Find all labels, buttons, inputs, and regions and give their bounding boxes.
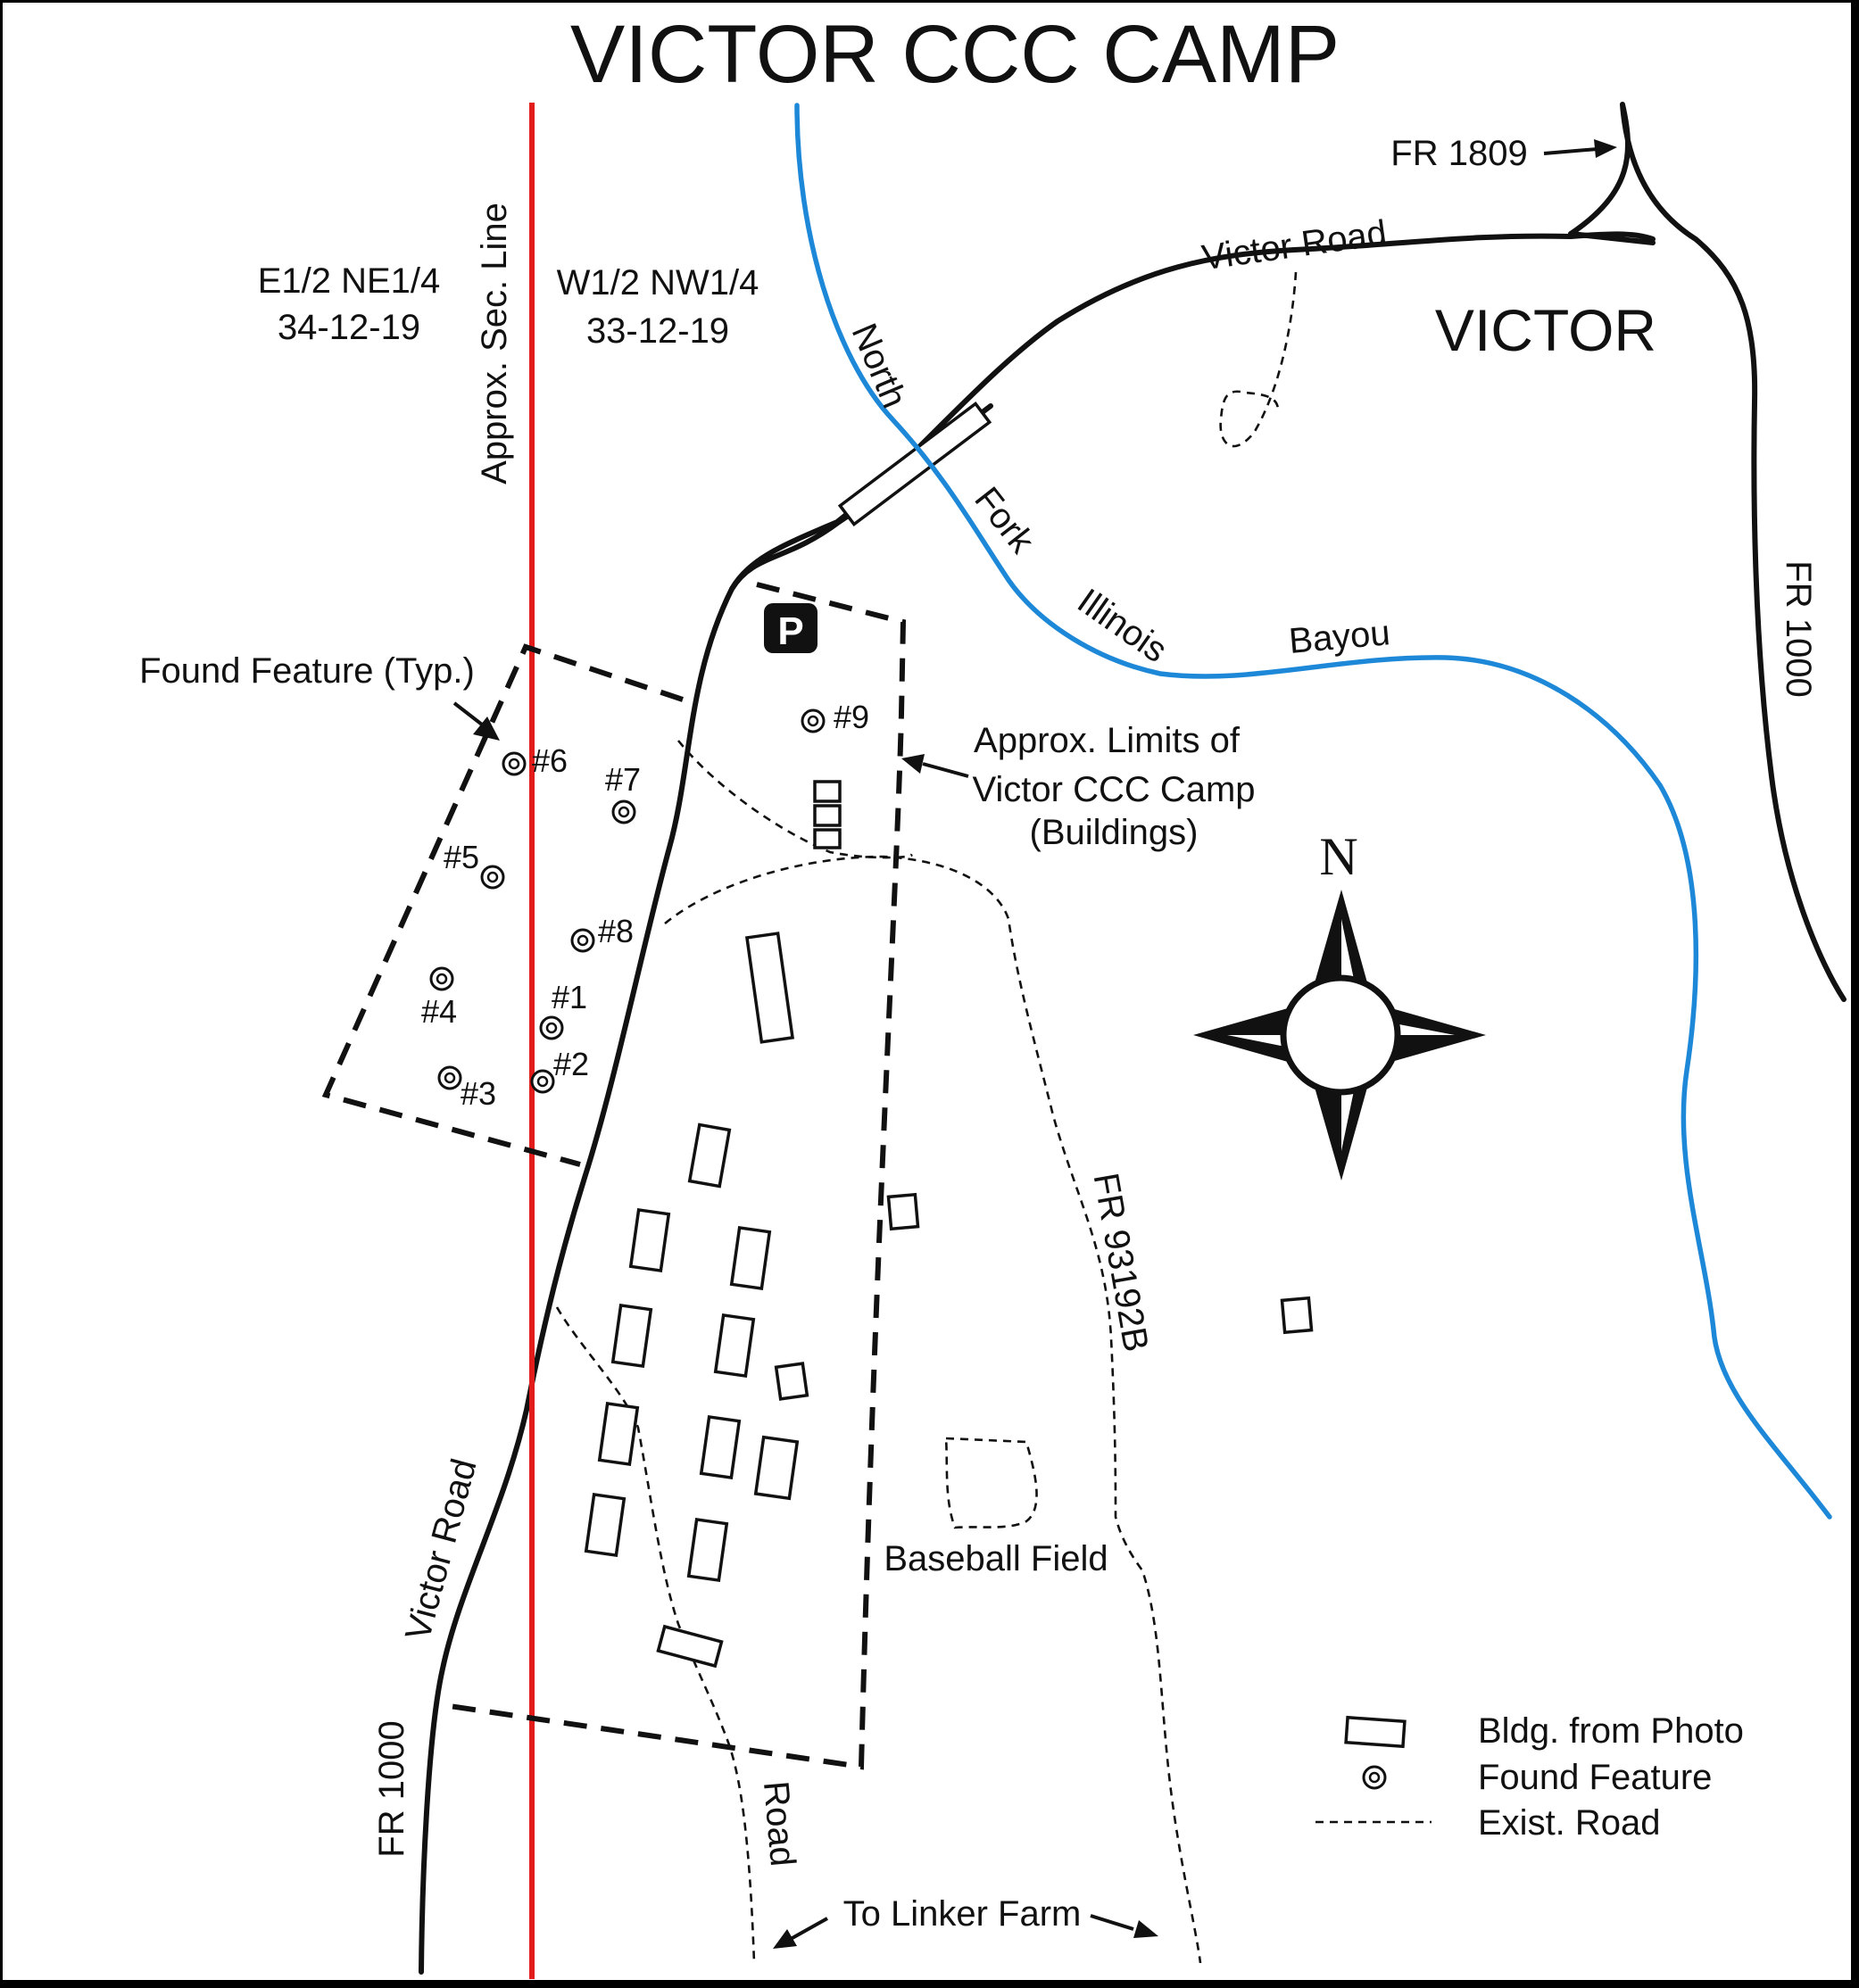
building xyxy=(1280,1296,1314,1335)
legend-building-label: Bldg. from Photo xyxy=(1478,1711,1744,1751)
found-feature-marker xyxy=(801,708,826,733)
arrows xyxy=(452,139,1617,1949)
svg-text:P: P xyxy=(777,609,803,653)
buildings xyxy=(584,780,1314,1669)
arrow-icon xyxy=(773,1917,828,1949)
building xyxy=(813,804,842,827)
legend-found-feature-label: Found Feature xyxy=(1478,1758,1712,1797)
building xyxy=(699,1414,742,1480)
map-paper xyxy=(3,3,1851,1980)
camp-limits-label-2: Victor CCC Camp xyxy=(972,770,1255,809)
baseball-field-label: Baseball Field xyxy=(884,1539,1108,1578)
stream-word-bayou: Bayou xyxy=(1287,613,1391,661)
bridge xyxy=(837,401,992,527)
fr-1000-south-label: FR 1000 xyxy=(372,1720,411,1857)
to-linker-farm-label: To Linker Farm xyxy=(843,1894,1082,1934)
building xyxy=(597,1401,640,1467)
found-feature-marker xyxy=(611,799,636,824)
legend-road-label: Exist. Road xyxy=(1478,1803,1661,1843)
west-parcel-line-2: 34-12-19 xyxy=(278,308,420,347)
feature-label-8: #8 xyxy=(598,913,634,949)
building xyxy=(753,1435,800,1501)
found-feature-marker xyxy=(539,1015,564,1040)
building xyxy=(610,1303,653,1369)
north-fork-illinois-bayou xyxy=(794,103,1832,1520)
features-boundary xyxy=(321,643,684,1167)
feature-label-1: #1 xyxy=(552,979,587,1015)
found-feature-note: Found Feature (Typ.) xyxy=(139,651,475,691)
found-feature-marker xyxy=(437,1065,462,1090)
building xyxy=(774,1362,809,1401)
building xyxy=(687,1122,732,1189)
found-feature-marker xyxy=(502,751,527,776)
compass-north-label: N xyxy=(1319,827,1357,886)
compass-rose: N xyxy=(1193,827,1486,1180)
building xyxy=(656,1624,724,1669)
east-parcel-line-1: W1/2 NW1/4 xyxy=(557,263,759,302)
feature-label-3: #3 xyxy=(461,1075,496,1112)
existing-road-victor-spur xyxy=(1219,271,1298,448)
building xyxy=(813,780,842,803)
camp-limits-label-3: (Buildings) xyxy=(1030,813,1199,852)
map-title: VICTOR CCC CAMP xyxy=(570,9,1340,100)
feature-label-2: #2 xyxy=(553,1046,589,1082)
legend: Bldg. from Photo Found Feature Exist. Ro… xyxy=(1315,1711,1744,1843)
legend-building-swatch xyxy=(1344,1715,1407,1749)
fr-1000-east-label: FR 1000 xyxy=(1779,560,1818,697)
found-feature-marker xyxy=(570,928,595,953)
found-feature-marker xyxy=(530,1069,555,1094)
section-line-label: Approx. Sec. Line xyxy=(475,203,514,485)
town-label: VICTOR xyxy=(1435,297,1656,363)
found-features xyxy=(429,708,826,1094)
fr-93192b-road xyxy=(664,855,1202,1964)
building xyxy=(584,1492,627,1558)
feature-label-6: #6 xyxy=(532,742,568,779)
feature-label-7: #7 xyxy=(605,761,641,798)
building xyxy=(628,1207,671,1273)
building xyxy=(686,1517,729,1583)
fr-1809-road xyxy=(1568,102,1847,1002)
building xyxy=(813,828,842,849)
road-south-label: Road xyxy=(756,1779,802,1868)
baseball-field-outline xyxy=(944,1437,1038,1529)
arrow-icon xyxy=(1543,139,1617,158)
building xyxy=(744,932,795,1044)
fr-1809-label: FR 1809 xyxy=(1390,134,1527,173)
legend-found-feature-swatch xyxy=(1362,1765,1387,1790)
camp-limits-label-1: Approx. Limits of xyxy=(974,721,1241,760)
building xyxy=(713,1313,756,1379)
victor-road-south-segment xyxy=(419,403,993,1975)
east-parcel-line-2: 33-12-19 xyxy=(586,311,729,351)
existing-road-south xyxy=(555,1306,756,1964)
victor-road-north-segment xyxy=(729,231,1656,592)
feature-label-4: #4 xyxy=(421,993,457,1030)
arrow-icon xyxy=(901,754,969,778)
building xyxy=(729,1225,772,1291)
arrow-icon xyxy=(452,701,500,741)
parking-icon: P xyxy=(764,603,817,653)
feature-label-9: #9 xyxy=(834,699,869,735)
arrow-icon xyxy=(1090,1914,1158,1938)
found-feature-marker xyxy=(480,865,505,890)
west-parcel-line-1: E1/2 NE1/4 xyxy=(258,261,441,301)
feature-label-5: #5 xyxy=(444,839,479,875)
found-feature-marker xyxy=(429,966,454,991)
building xyxy=(886,1192,920,1231)
camp-limits-boundary xyxy=(436,582,907,1770)
